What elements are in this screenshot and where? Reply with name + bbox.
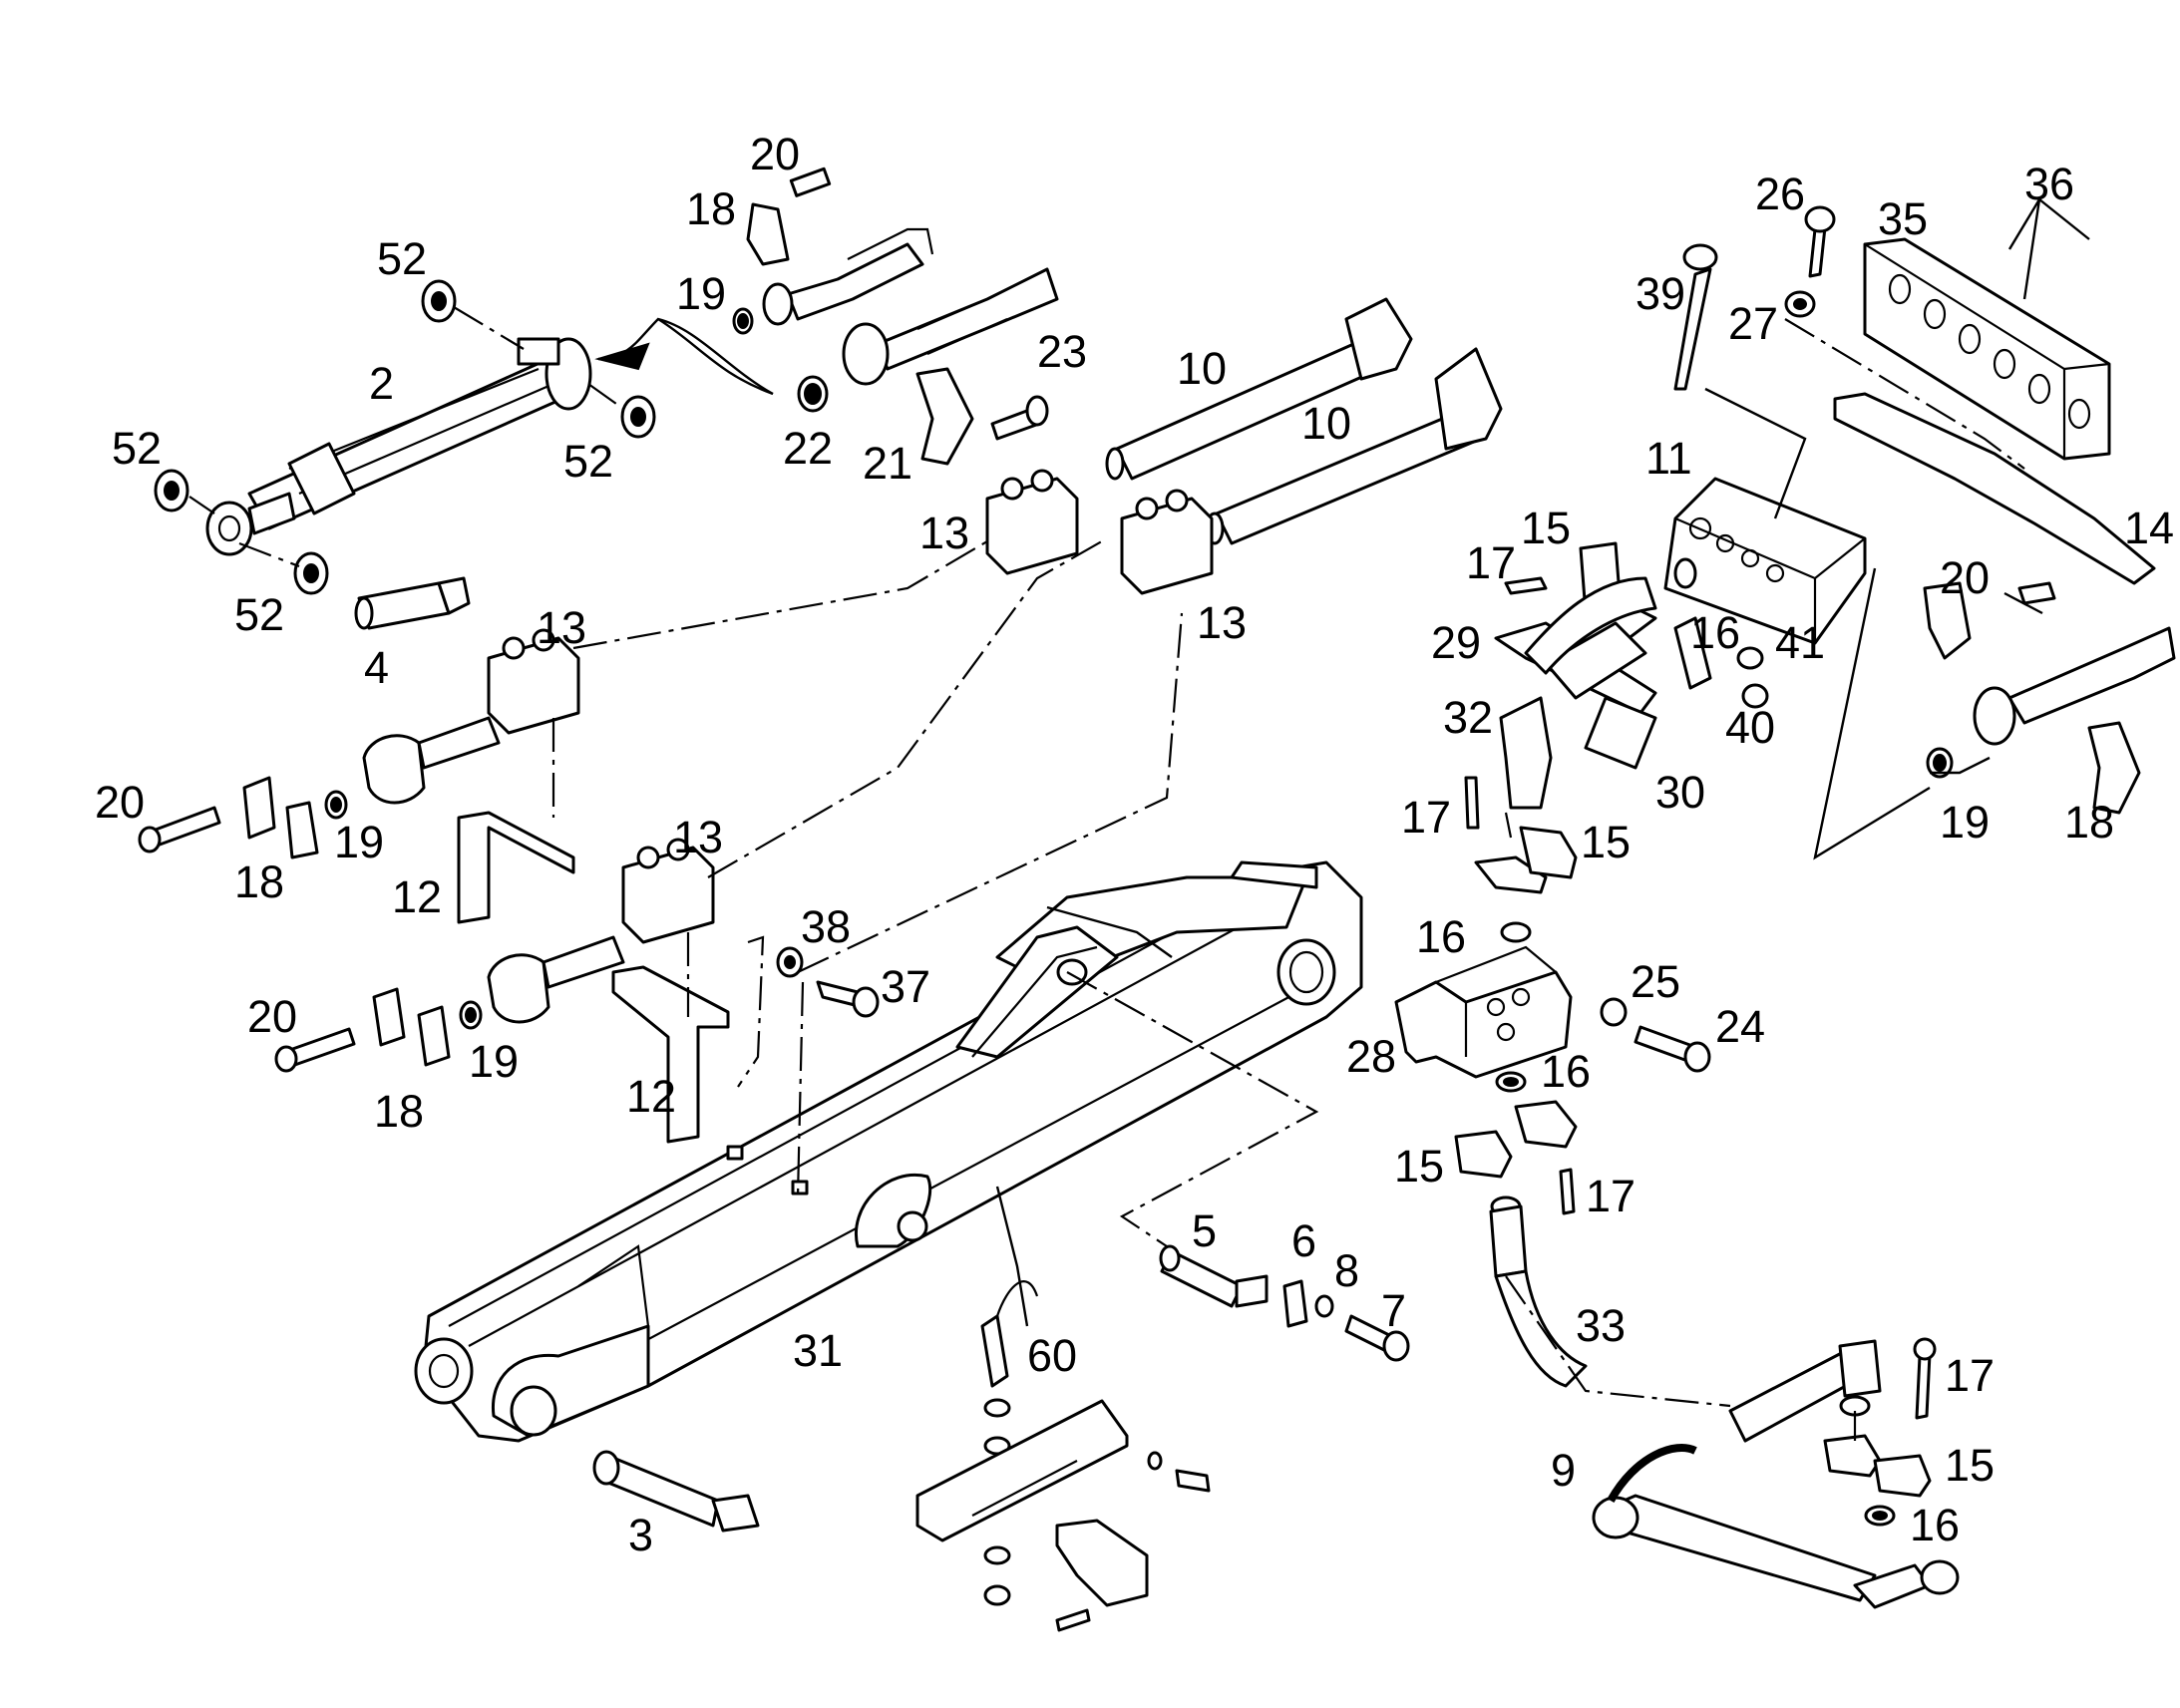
leader-lines (551, 197, 2090, 1441)
callout-18b: 18 (234, 856, 284, 907)
callout-15c: 15 (1394, 1141, 1444, 1192)
hose-33 (1454, 1100, 1937, 1527)
callout-11: 11 (1645, 433, 1692, 484)
bolt-37-38 (776, 946, 880, 1018)
clamp-13 (487, 469, 1214, 944)
callout-13b: 13 (1197, 597, 1247, 648)
callout-16d: 16 (1910, 1500, 1960, 1550)
callout-22: 22 (783, 423, 833, 474)
right-hose (1923, 581, 2176, 815)
hydraulic-cylinder (205, 337, 592, 556)
callout-36: 36 (2024, 159, 2074, 209)
boom-arm (414, 860, 1363, 1443)
callout-13c: 13 (537, 602, 586, 653)
cylinder-9 (1592, 1444, 1960, 1609)
callout-17b: 17 (1401, 792, 1451, 843)
manifold-35 (1863, 237, 2111, 461)
callout-labels: 52 52 52 52 2 4 20 18 19 22 23 21 10 10 … (95, 129, 2174, 1560)
left-hose-fittings (138, 716, 625, 1073)
callout-39: 39 (1635, 268, 1685, 319)
callout-18d: 18 (2064, 797, 2114, 848)
callout-2: 2 (369, 358, 394, 409)
callout-25: 25 (1631, 956, 1680, 1007)
callout-14: 14 (2124, 503, 2174, 553)
callout-20b: 20 (95, 777, 145, 828)
callout-29: 29 (1431, 617, 1481, 668)
callout-7: 7 (1381, 1285, 1406, 1336)
callout-30: 30 (1655, 767, 1705, 818)
callout-9: 9 (1551, 1445, 1576, 1496)
right-fittings (1464, 541, 1769, 942)
callout-52d: 52 (234, 589, 284, 640)
callout-3: 3 (628, 1510, 653, 1560)
callout-20d: 20 (1940, 552, 1990, 603)
callout-20a: 20 (750, 129, 800, 179)
callout-5: 5 (1192, 1205, 1217, 1256)
callout-16a: 16 (1690, 607, 1740, 658)
callout-26: 26 (1755, 169, 1805, 219)
washer-52 (154, 279, 656, 595)
valve-block-28 (1394, 921, 1711, 1093)
callout-60: 60 (1027, 1330, 1077, 1381)
callout-12a: 12 (392, 871, 442, 922)
callout-10b: 10 (1301, 398, 1351, 449)
callout-52b: 52 (563, 436, 613, 487)
callout-32: 32 (1443, 692, 1493, 743)
callout-15a: 15 (1521, 503, 1571, 553)
tube-10 (1105, 297, 1503, 545)
callout-19a: 19 (676, 268, 726, 319)
callout-19c: 19 (469, 1036, 519, 1087)
callout-12b: 12 (626, 1071, 676, 1122)
callout-17d: 17 (1945, 1350, 1995, 1401)
callout-17a: 17 (1466, 537, 1516, 588)
callout-18c: 18 (374, 1086, 424, 1137)
callout-31: 31 (793, 1325, 843, 1376)
plate-14 (1833, 392, 2156, 585)
bolt-39-26-27 (1673, 205, 1836, 391)
sensor-60 (915, 1280, 1211, 1632)
valve-block-11 (1663, 477, 1867, 645)
callout-13a: 13 (919, 508, 969, 558)
bracket-12 (457, 811, 730, 1144)
callout-15d: 15 (1945, 1440, 1995, 1491)
pin-5 (1159, 1244, 1410, 1362)
callout-33: 33 (1576, 1300, 1626, 1351)
callout-35: 35 (1878, 193, 1928, 244)
callout-16c: 16 (1541, 1046, 1591, 1097)
callout-6: 6 (1291, 1215, 1316, 1266)
callout-16b: 16 (1416, 911, 1466, 962)
callout-8: 8 (1334, 1245, 1359, 1296)
pin-3 (592, 1450, 760, 1533)
callout-52a: 52 (377, 233, 427, 284)
upper-hose-assembly (732, 167, 1059, 466)
callout-27: 27 (1728, 298, 1778, 349)
callout-17c: 17 (1586, 1171, 1635, 1221)
callout-28: 28 (1346, 1031, 1396, 1082)
callout-24: 24 (1715, 1001, 1765, 1052)
callout-40: 40 (1725, 702, 1775, 753)
callout-38: 38 (801, 901, 851, 952)
callout-4: 4 (364, 642, 389, 693)
callout-19b: 19 (334, 817, 384, 867)
callout-37: 37 (881, 961, 930, 1012)
callout-21: 21 (863, 438, 912, 489)
callout-13d: 13 (673, 812, 723, 862)
callout-52c: 52 (112, 423, 162, 474)
callout-20c: 20 (247, 991, 297, 1042)
callout-23: 23 (1037, 326, 1087, 377)
callout-18a: 18 (686, 183, 736, 234)
pin-4 (354, 576, 471, 630)
callout-15b: 15 (1581, 817, 1631, 867)
callout-41: 41 (1775, 617, 1825, 668)
callout-19d: 19 (1940, 797, 1990, 848)
callout-10a: 10 (1177, 343, 1227, 394)
